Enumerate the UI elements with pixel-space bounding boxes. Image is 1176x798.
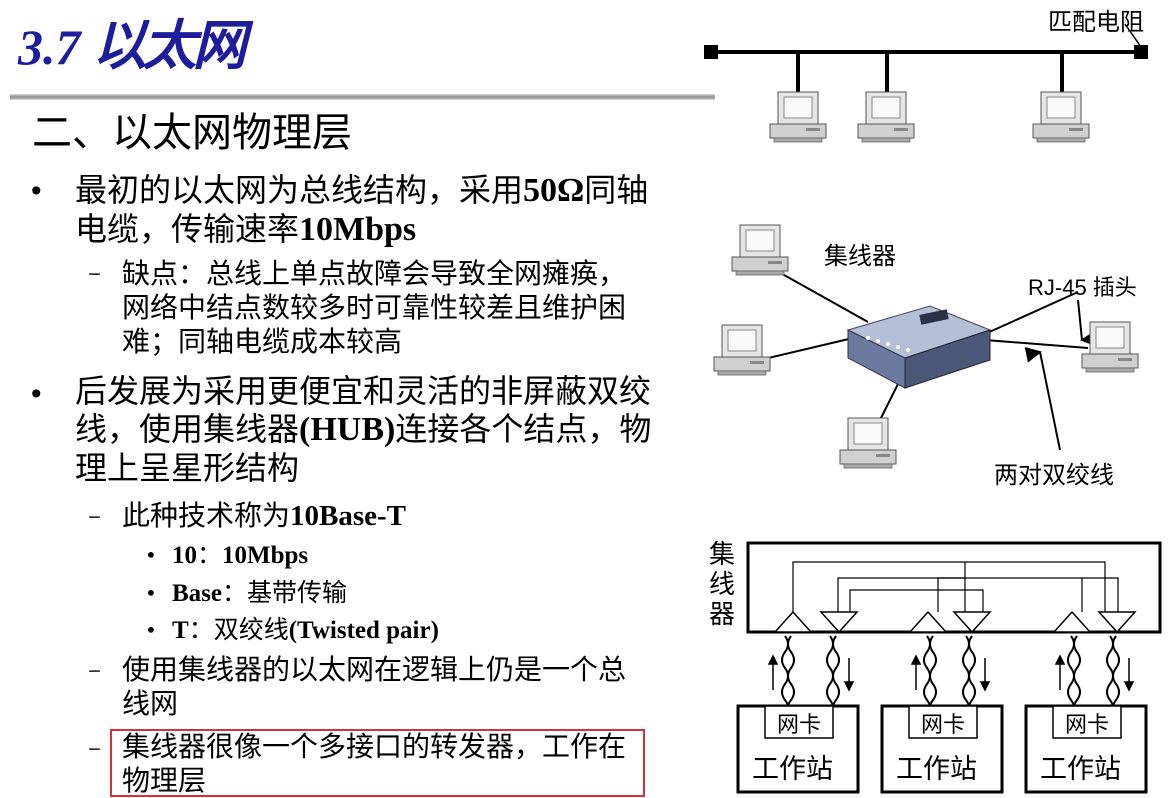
- workstation-label: 工作站: [752, 754, 833, 785]
- bus-topology: [704, 23, 1148, 143]
- computer-icon: [857, 91, 915, 143]
- sub3-text: ：基带传输: [222, 578, 348, 607]
- sub-4: 使用集线器的以太网在逻辑上仍是一个总线网: [122, 653, 627, 720]
- dash-marker: –: [88, 501, 101, 531]
- bullet-1-bold-2: 10Mbps: [299, 211, 417, 248]
- hub-logic-diagram: [736, 541, 1162, 794]
- hub-vertical-char: 器: [708, 600, 735, 630]
- hub-device: [846, 305, 992, 389]
- workstation-label: 工作站: [896, 754, 977, 785]
- dash-marker: –: [88, 733, 101, 763]
- sub3-text: ：: [197, 540, 223, 569]
- terminator-left: [704, 45, 718, 59]
- sub3-bold: 10: [172, 542, 197, 569]
- title-text: 以太网: [92, 14, 247, 77]
- sub-2-bold: 10Base-T: [290, 500, 407, 532]
- bullet-marker: •: [145, 581, 157, 605]
- terminator-label: 匹配电阻: [1048, 8, 1144, 36]
- sub-2-text: 此种技术称为: [122, 499, 291, 532]
- workstation-label: 工作站: [1040, 754, 1121, 785]
- highlight-box: [110, 729, 645, 797]
- terminator-right: [1134, 45, 1148, 59]
- bullet-2-text: 后发展为采用更便宜和灵活的非屏蔽双绞线，使用集线器: [75, 372, 652, 448]
- bullet-2-bold: (HUB): [299, 411, 396, 448]
- dash-marker: –: [88, 655, 101, 685]
- bullet-marker: •: [145, 543, 157, 567]
- hub-vertical-label: 集 线 器: [708, 540, 736, 630]
- hub-vertical-char: 集: [708, 540, 735, 570]
- sub3-bold-2: 10Mbps: [222, 542, 309, 569]
- sub-5: 集线器很像一个多接口的转发器，工作在物理层: [122, 730, 627, 797]
- sub3-text: ：双绞线: [188, 615, 289, 644]
- nic-label: 网卡: [776, 713, 821, 738]
- dash-marker: –: [88, 258, 101, 288]
- nic-label: 网卡: [920, 713, 965, 738]
- title-rule: [10, 94, 715, 100]
- bullet-marker: •: [28, 175, 45, 208]
- bullet-marker: •: [145, 618, 157, 642]
- bullet-1-text-2: 同轴电缆，传输速率: [75, 171, 649, 248]
- computer-icon: [839, 417, 897, 469]
- twisted-pair-label: 两对双绞线: [994, 461, 1114, 489]
- bullet-2-text-2: 连接各个结点，物理上呈星形结构: [75, 410, 652, 487]
- bullet-1-text: 最初的以太网为总线结构，采用: [75, 171, 524, 209]
- bullet-2: 后发展为采用更便宜和灵活的非屏蔽双绞线，使用集线器(HUB)连接各个结点，物理上…: [75, 372, 660, 487]
- title-number: 3.7: [18, 19, 81, 75]
- sub3-bold-2: (Twisted pair): [288, 617, 439, 644]
- sub-1: 缺点：总线上单点故障会导致全网瘫痪，网络中结点数较多时可靠性较差且维护困难；同轴…: [122, 257, 627, 358]
- section-heading: 二、以太网物理层: [32, 110, 352, 156]
- sub-2: 此种技术称为10Base-T: [122, 499, 647, 533]
- hub-vertical-char: 线: [708, 570, 735, 600]
- sub3-item: 10：10Mbps: [172, 539, 308, 572]
- sub3-item: Base：基带传输: [172, 577, 347, 610]
- bullet-1: 最初的以太网为总线结构，采用50Ω同轴电缆，传输速率10Mbps: [75, 171, 660, 249]
- computer-icon: [1032, 91, 1090, 143]
- computer-icon: [713, 324, 771, 376]
- computer-icon: [1081, 321, 1139, 373]
- nic-label: 网卡: [1064, 713, 1109, 738]
- computer-icon: [769, 91, 827, 143]
- computer-icon: [731, 224, 789, 276]
- sub3-bold: Base: [172, 580, 222, 607]
- bullet-marker: •: [28, 378, 45, 411]
- hub-label: 集线器: [824, 242, 896, 270]
- star-topology: [713, 224, 1139, 469]
- sub3-item: T：双绞线(Twisted pair): [172, 614, 439, 647]
- rj45-label: RJ-45 插头: [1028, 275, 1137, 300]
- bullet-1-bold: 50Ω: [523, 172, 585, 209]
- sub3-bold: T: [172, 617, 189, 644]
